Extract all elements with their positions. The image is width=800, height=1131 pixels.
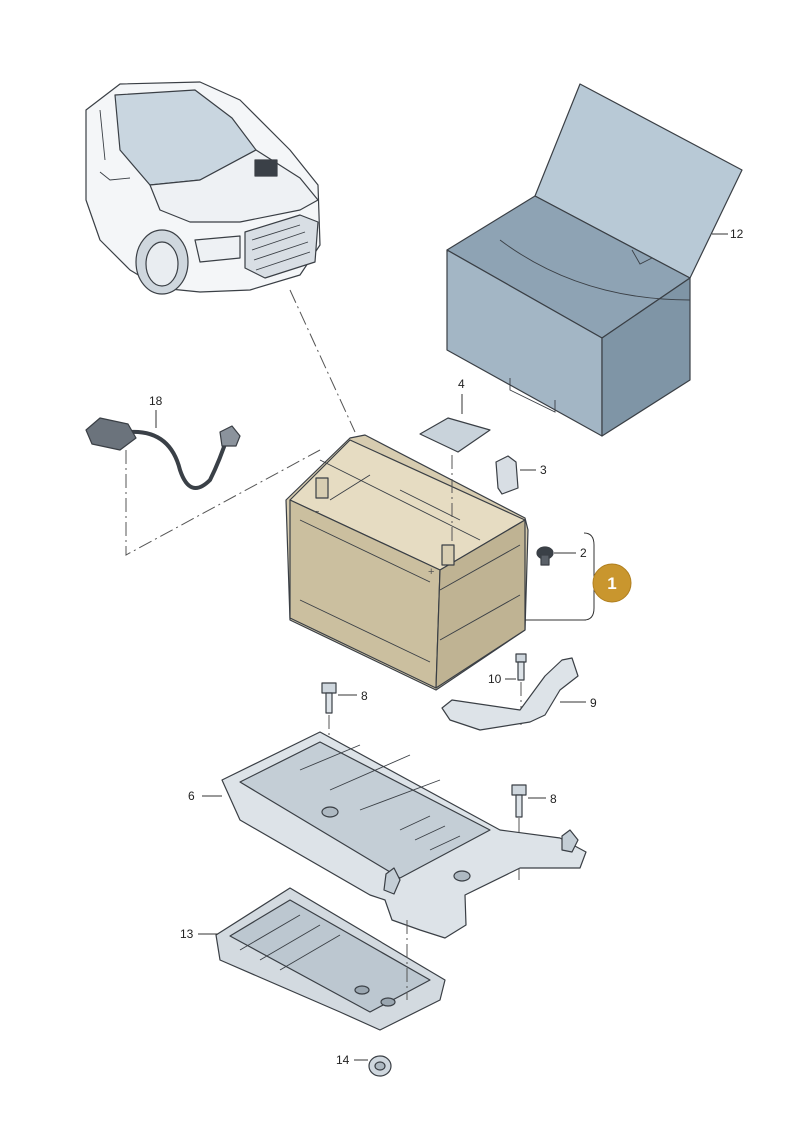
screw-2 [536, 546, 554, 566]
callout-8-lower: 8 [550, 792, 557, 806]
bolt-10 [515, 653, 527, 681]
battery-tray-6 [221, 731, 587, 939]
battery-storage-box [446, 83, 743, 437]
battery-terminal-plus [441, 544, 455, 566]
bolt-8-lower [511, 784, 527, 818]
car-battery-location [254, 159, 278, 177]
callout-10: 10 [488, 672, 502, 686]
terminal-cover-3 [495, 455, 519, 495]
callout-1[interactable]: 1 [607, 574, 616, 593]
callout-12: 12 [730, 227, 744, 241]
battery: − + [285, 434, 529, 691]
bolt-8-upper [321, 682, 337, 714]
clip-14 [368, 1055, 392, 1077]
tray-base-13 [215, 887, 446, 1031]
callout-6: 6 [188, 789, 195, 803]
callout-14: 14 [336, 1053, 350, 1067]
callout-2: 2 [580, 546, 587, 560]
callout-8-upper: 8 [361, 689, 368, 703]
callout-9: 9 [590, 696, 597, 710]
callout-18: 18 [149, 394, 163, 408]
car-illustration [85, 81, 321, 295]
hold-down-bracket-9 [441, 657, 579, 731]
battery-terminal-minus [315, 477, 329, 499]
callout-13: 13 [180, 927, 194, 941]
svg-text:+: + [428, 566, 434, 578]
callout-3: 3 [540, 463, 547, 477]
callout-4: 4 [458, 377, 465, 391]
battery-pad-4 [419, 417, 491, 453]
battery-cable-18 [85, 417, 241, 490]
svg-text:−: − [313, 506, 319, 518]
highlight-badge[interactable] [592, 563, 632, 603]
